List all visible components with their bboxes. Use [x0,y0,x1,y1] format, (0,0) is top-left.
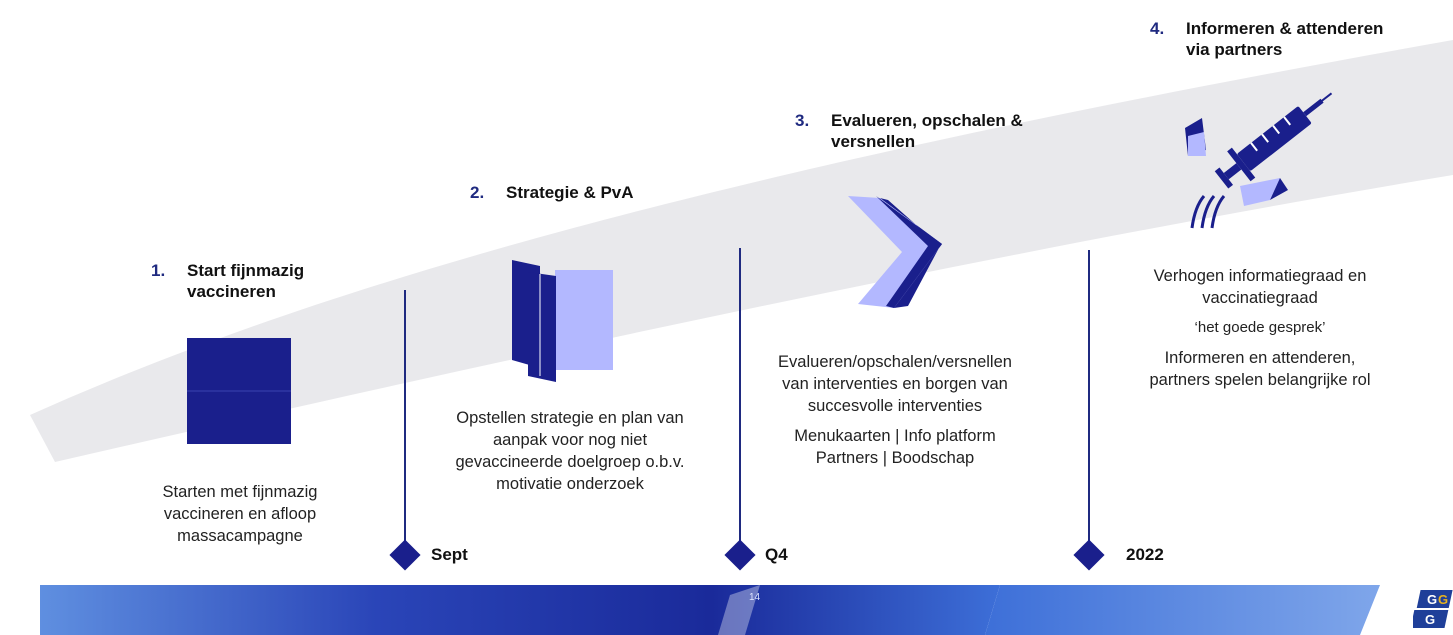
chevron-arrow-icon [848,196,942,308]
svg-text:G: G [1425,612,1435,627]
step-4-number: 4. [1150,19,1165,38]
step-4-quote: ‘het goede gesprek’ [1194,319,1326,336]
timeline-line-sept [404,290,406,552]
svg-text:G: G [1427,592,1437,607]
step-3-number: 3. [795,111,810,130]
step-1-description: Starten met fijnmazig vaccineren en aflo… [162,483,318,545]
page-number: 14 [749,592,761,603]
footer-band [40,585,1380,635]
filled-square-icon [187,338,291,444]
ggd-logo-icon: G G G [1413,590,1453,628]
folded-document-icon [512,260,613,382]
milestone-label-2022: 2022 [1126,545,1164,564]
timeline-line-2022 [1088,250,1090,552]
step-2-number: 2. [470,183,485,202]
step-4-description: Verhogen informatiegraad en vaccinatiegr… [1110,265,1410,391]
step-1-number: 1. [151,261,166,280]
milestone-label-q4: Q4 [765,545,788,564]
step-3-description: Evalueren/opschalen/versnellen van inter… [778,353,1012,467]
timeline-line-q4 [739,248,741,552]
milestone-label-sept: Sept [431,545,468,564]
syringe-icon [1185,92,1333,229]
step-3-title: 3.Evalueren, opschalen &versnellen [795,111,1023,151]
step-2-description: Opstellen strategie en plan van aanpak v… [455,409,685,493]
svg-text:G: G [1438,592,1448,607]
step-2-title: 2.Strategie & PvA [470,183,634,202]
